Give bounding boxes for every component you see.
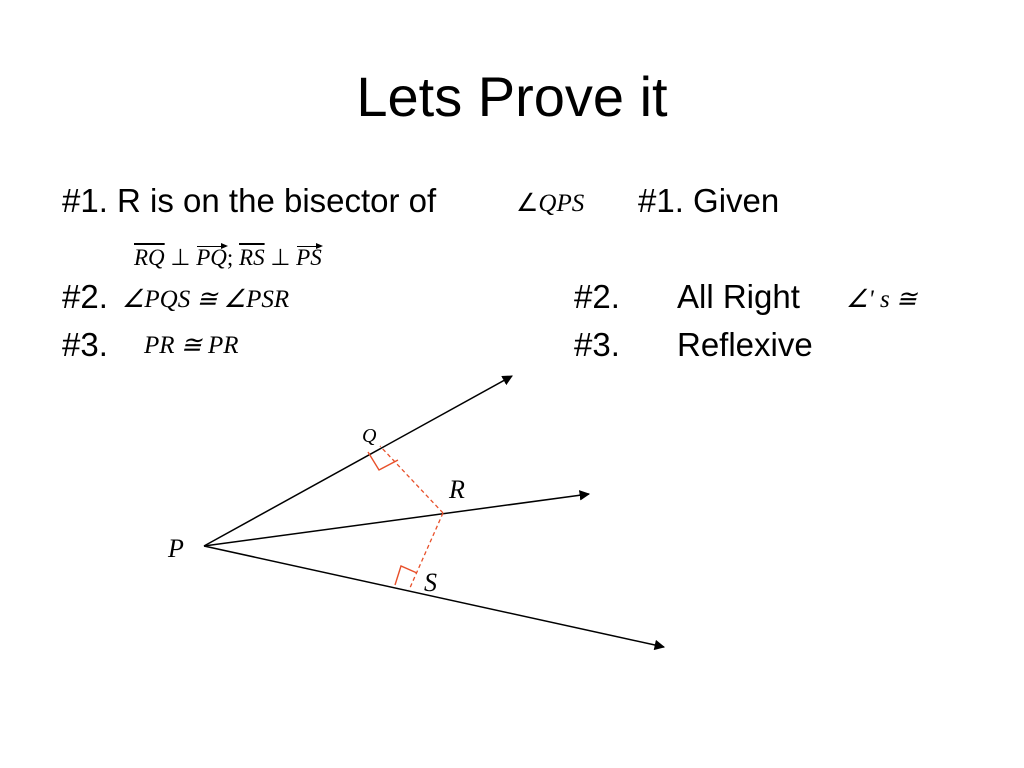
reason-3-text: Reflexive [677, 326, 813, 363]
ray-pr-bisector [203, 490, 591, 547]
perpendicular-rs [408, 512, 444, 591]
reason-2-number: #2. [574, 278, 620, 315]
statement-1-angle: ∠QPS [516, 189, 584, 219]
reason-2-math: ∠' s ≅ [846, 286, 917, 313]
perpendicular-symbol-1: ⊥ [170, 245, 191, 270]
reason-2-text: All Right [677, 278, 800, 315]
perpendicular-symbol-2: ⊥ [270, 245, 291, 270]
segment-rq: RQ [134, 245, 165, 270]
angle-name: QPS [538, 190, 585, 217]
separator: ; [226, 245, 234, 270]
statement-2-math: ∠PQS ≅ ∠PSR [122, 286, 290, 313]
segment-rs: RS [239, 245, 265, 270]
statement-1-number: #1. [62, 182, 108, 219]
label-r: R [448, 475, 465, 504]
page-title: Lets Prove it [356, 65, 668, 128]
reason-1: #1. Given [638, 182, 780, 219]
statement-1-text: R is on the bisector of [117, 182, 437, 219]
reason-3-number: #3. [574, 326, 620, 363]
label-s: S [424, 568, 437, 597]
ray-pq-line [203, 375, 513, 547]
right-angle-mark-q [367, 451, 399, 471]
statement-1: #1. R is on the bisector of [62, 181, 436, 221]
right-angle-mark-s [394, 565, 418, 586]
ray-ps: PS [296, 243, 323, 270]
label-p: P [167, 534, 184, 563]
statement-3-math: PR ≅ PR [144, 332, 239, 359]
label-q: Q [362, 425, 377, 447]
given-perpendicular-statement: RQ ⊥ PQ; RS ⊥ PS [134, 243, 323, 272]
ray-pq: PQ [196, 243, 228, 270]
perpendicular-rq [379, 445, 444, 514]
statement-3-number: #3. [62, 326, 108, 363]
statement-2-number: #2. [62, 278, 108, 315]
angle-symbol: ∠ [516, 190, 539, 217]
ray-ps-line [203, 545, 666, 651]
